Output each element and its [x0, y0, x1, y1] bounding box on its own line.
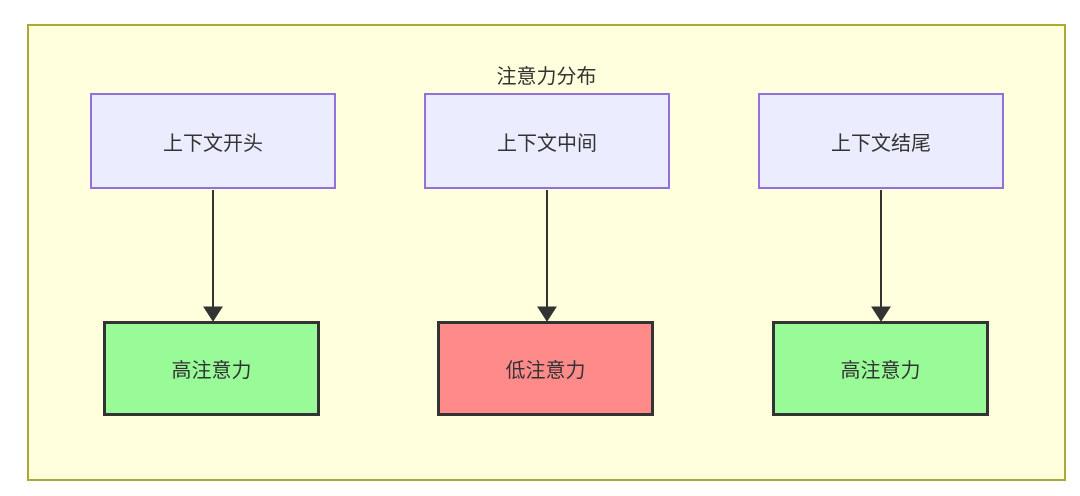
node-attention-middle: 低注意力 [437, 321, 654, 416]
node-attention-start: 高注意力 [103, 321, 320, 416]
node-context-middle: 上下文中间 [424, 93, 670, 189]
node-context-end: 上下文结尾 [758, 93, 1004, 189]
node-label: 上下文中间 [497, 132, 597, 155]
node-label: 高注意力 [171, 360, 252, 382]
node-label: 高注意力 [840, 360, 921, 382]
diagram-title: 注意力分布 [496, 66, 597, 88]
node-context-start: 上下文开头 [90, 93, 336, 189]
node-label: 低注意力 [505, 360, 586, 382]
node-label: 上下文开头 [163, 132, 263, 155]
node-attention-end: 高注意力 [772, 321, 989, 416]
node-label: 上下文结尾 [831, 132, 931, 155]
